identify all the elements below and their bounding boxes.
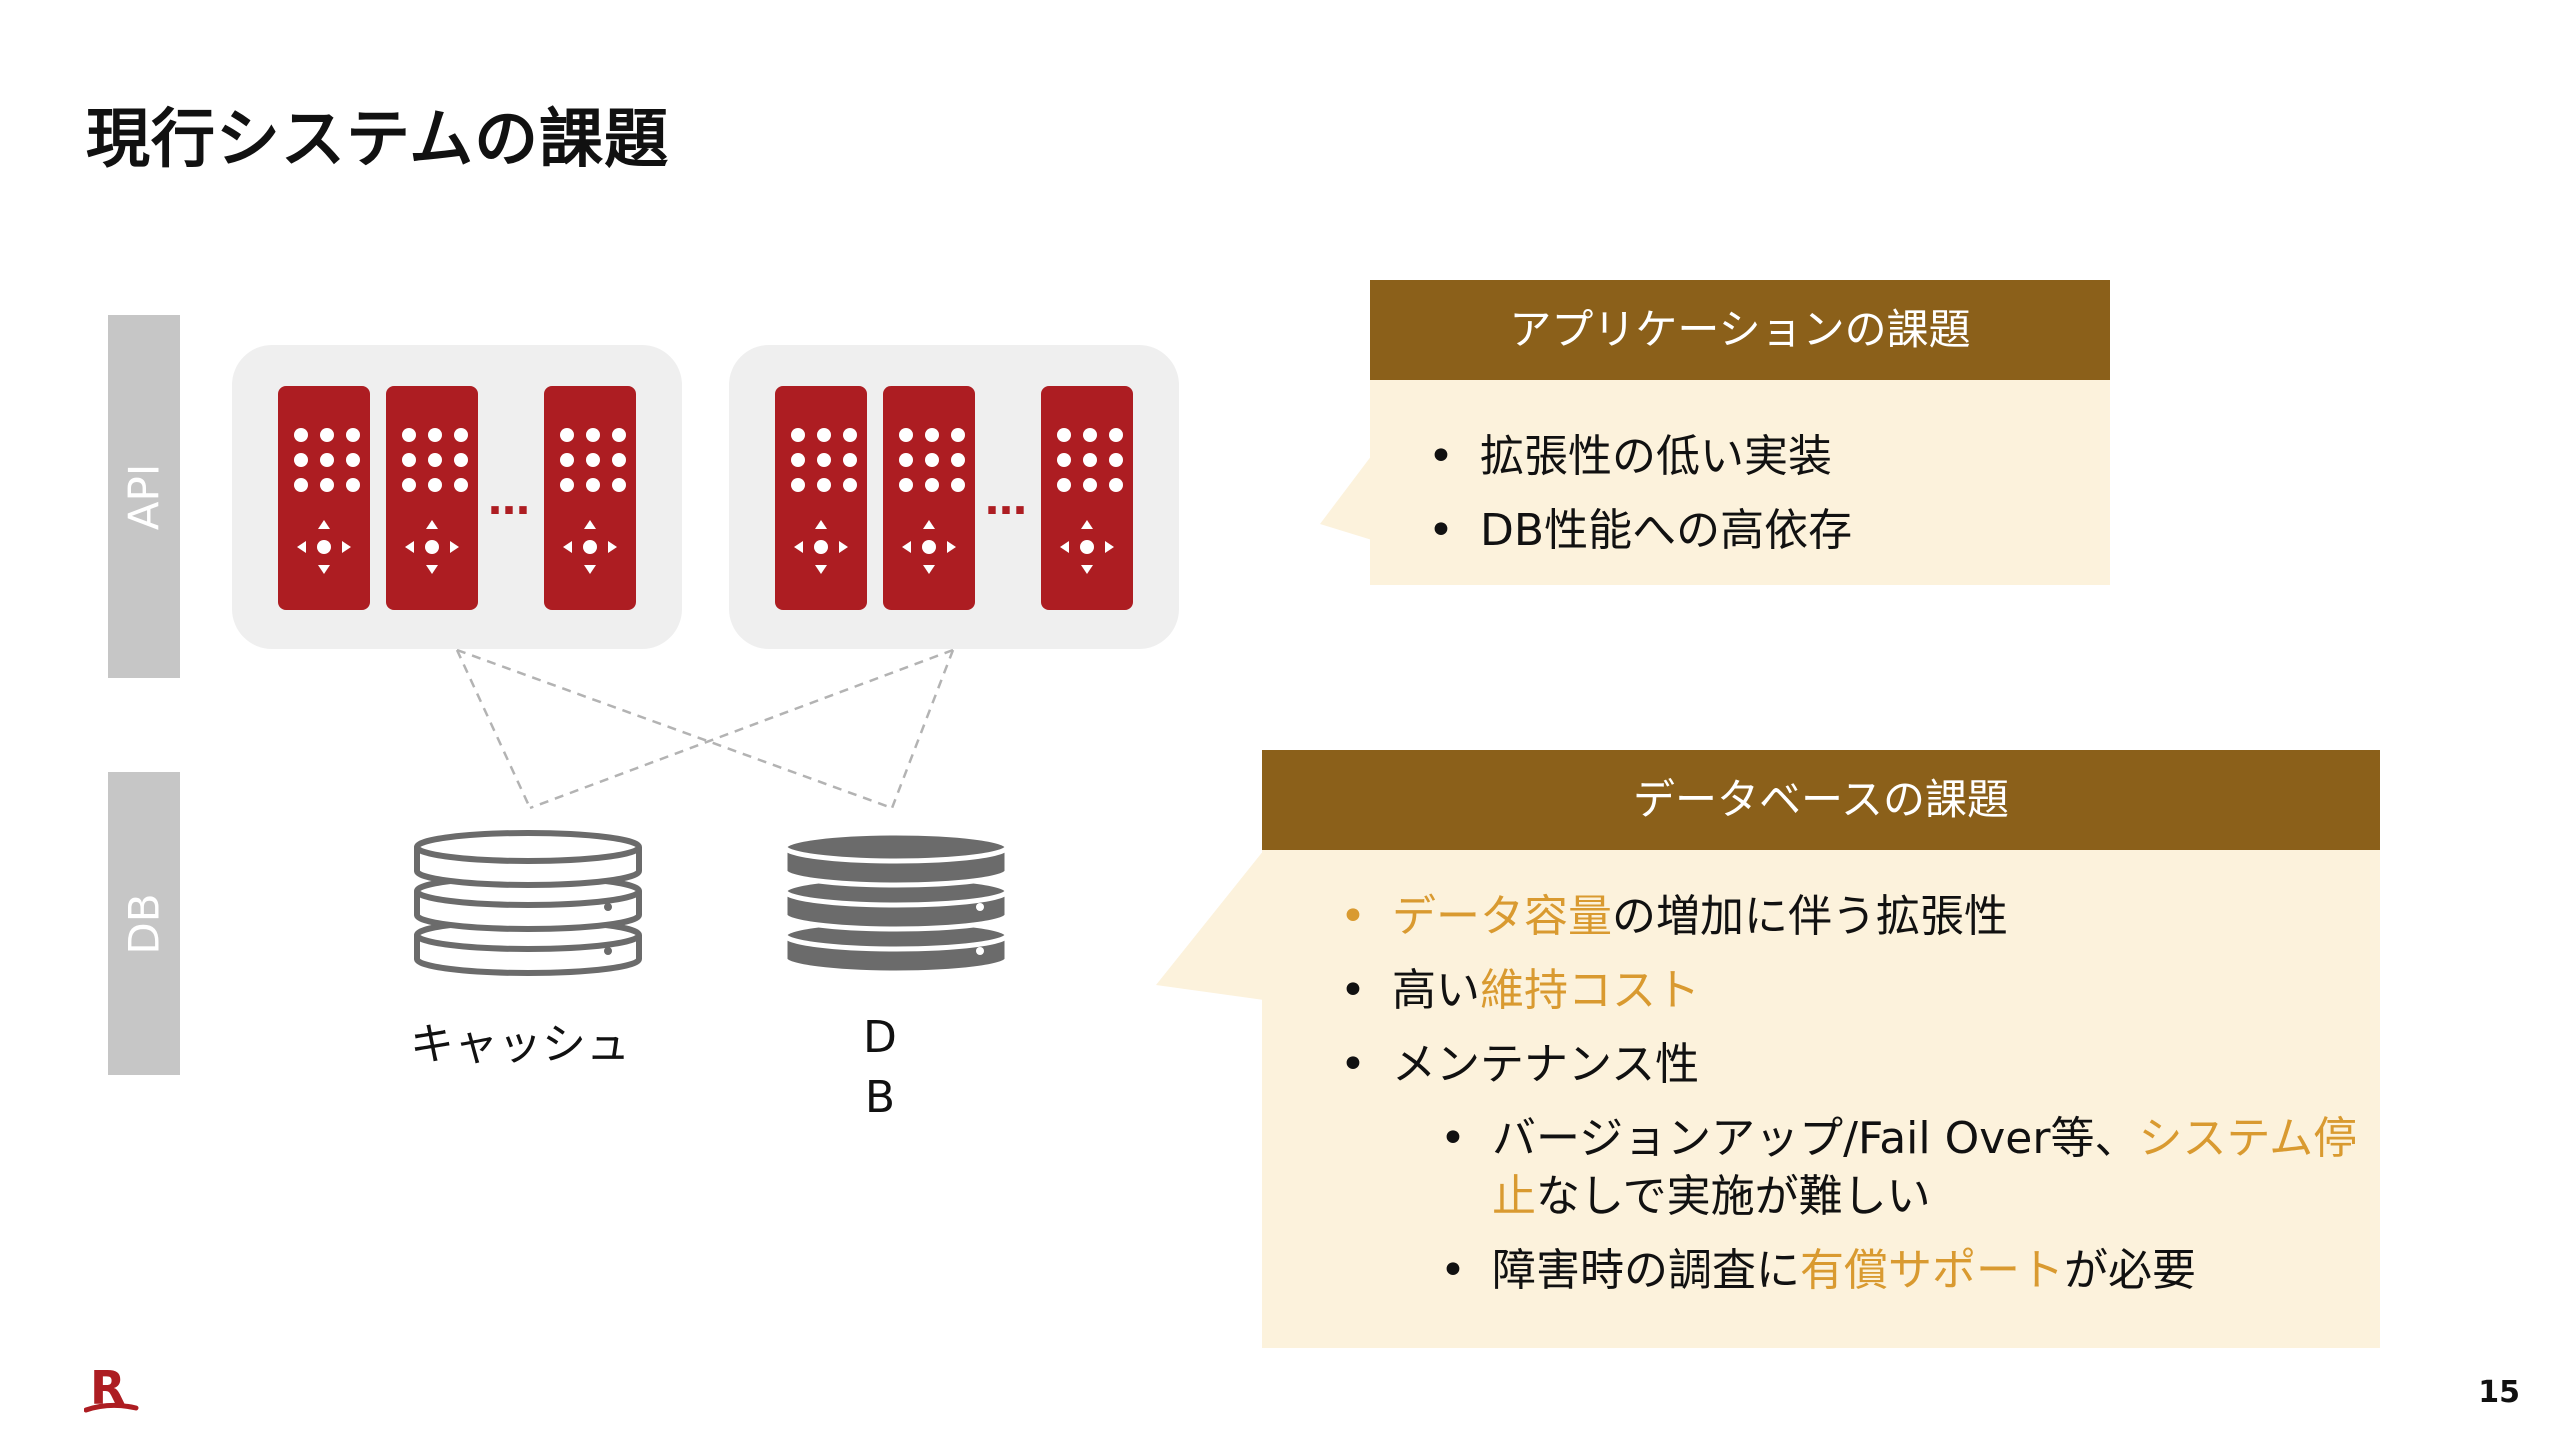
server-icon [544,386,636,610]
database-issues-body: データ容量の増加に伴う拡張性 高い維持コスト メンテナンス性 バージョンアップ/… [1262,850,2380,1348]
database-label-text: D B [863,1012,897,1123]
app-issue-item: DB性能への高依存 [1428,494,2110,568]
slide-title: 現行システムの課題 [86,103,670,177]
db-issue-item: 高い維持コスト [1340,954,2380,1028]
database-issues-callout: データベースの課題 データ容量の増加に伴う拡張性 高い維持コスト メンテナンス性… [1262,750,2380,1348]
link-g2-db [890,649,955,809]
highlight-text: 有償サポート [1800,1245,2064,1296]
db-callout-pointer [1156,850,1264,1000]
item-text: の増加に伴う拡張性 [1612,891,2008,942]
item-text: 障害時の調査に [1492,1245,1800,1296]
item-text: なしで実施が難しい [1536,1171,1931,1222]
server-group-1: … [232,345,682,649]
db-layer-bar: DB [108,772,180,1075]
link-g2-cache [529,648,954,810]
database-label: D B [850,1008,910,1128]
server-icon [775,386,867,610]
application-issues-heading: アプリケーションの課題 [1370,280,2110,380]
item-text: 高い [1392,965,1480,1016]
database-icon [782,830,1010,976]
db-issue-item: データ容量の増加に伴う拡張性 [1340,880,2380,954]
application-issues-callout: アプリケーションの課題 拡張性の低い実装 DB性能への高依存 [1370,280,2110,585]
server-icon [278,386,370,610]
item-text: メンテナンス性 [1392,1039,1700,1090]
server-icon [883,386,975,610]
cache-label: キャッシュ [410,1019,630,1070]
more-servers-ellipsis: … [488,475,530,524]
page-number: 15 [2478,1375,2520,1410]
server-group-2: … [729,345,1179,649]
application-issues-body: 拡張性の低い実装 DB性能への高依存 [1370,380,2110,585]
more-servers-ellipsis: … [985,475,1027,524]
server-icon [386,386,478,610]
highlight-text: システム停止 [1492,1113,2358,1222]
highlight-text: データ容量 [1392,891,1612,942]
db-issue-subitem: 障害時の調査に有償サポートが必要 [1440,1242,2380,1300]
db-issue-subitem: バージョンアップ/Fail Over等、システム停止なしで実施が難しい [1440,1110,2380,1226]
database-issues-heading: データベースの課題 [1262,750,2380,850]
server-icon [1041,386,1133,610]
item-text: バージョンアップ/Fail Over等、 [1492,1113,2139,1164]
rakuten-logo-icon: R [84,1362,139,1415]
db-issue-item: メンテナンス性 バージョンアップ/Fail Over等、システム停止なしで実施が… [1340,1028,2380,1300]
link-g1-cache [455,649,532,809]
item-text: が必要 [2064,1245,2196,1296]
app-callout-pointer [1320,455,1372,540]
cache-database-icon [414,830,642,976]
app-issue-item: 拡張性の低い実装 [1428,420,2110,494]
api-layer-bar: API [108,315,180,678]
link-g1-db [456,648,893,810]
highlight-text: 維持コスト [1480,965,1700,1016]
